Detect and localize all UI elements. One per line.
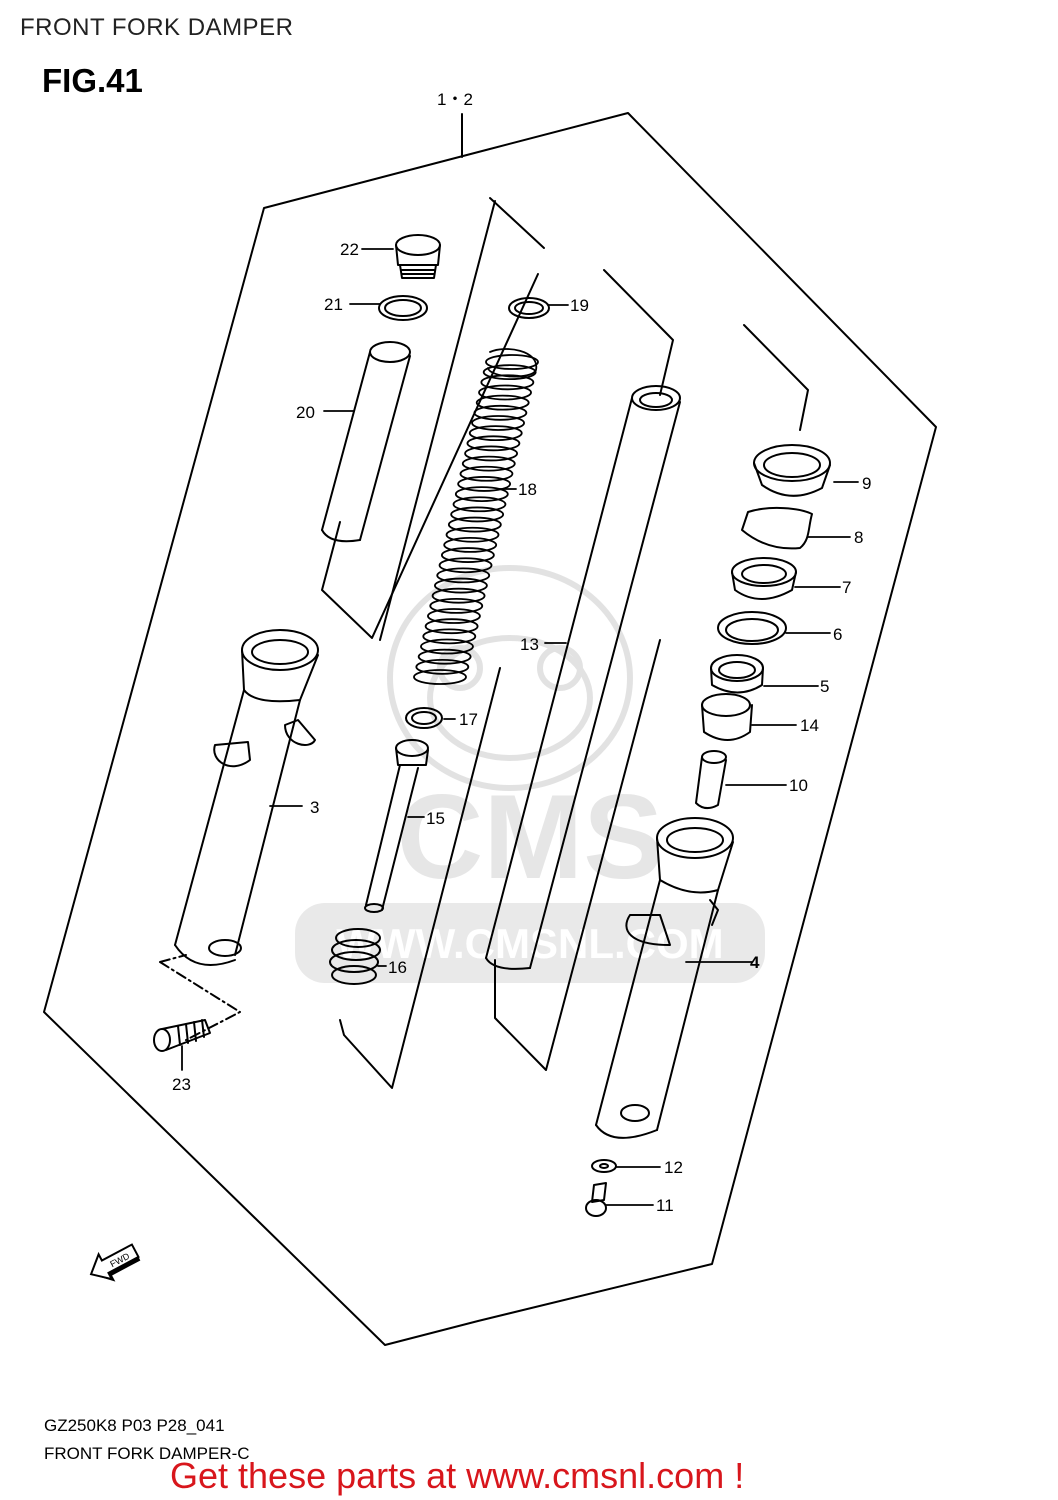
callout-22: 22	[340, 240, 359, 259]
callout-3: 3	[310, 798, 319, 817]
shop-link[interactable]: Get these parts at www.cmsnl.com !	[170, 1455, 745, 1496]
part-17-ring	[405, 707, 443, 729]
group-panel-tube	[494, 269, 674, 1071]
spring-coil	[427, 608, 481, 624]
spring-coil	[447, 516, 502, 533]
spring-coil	[434, 577, 488, 594]
spring-coil	[445, 526, 500, 543]
spring-coil	[482, 364, 537, 381]
callout-19: 19	[570, 296, 589, 315]
figure-label: FIG.41	[42, 62, 143, 99]
spring-coil	[459, 465, 514, 482]
part-8-clip	[741, 506, 813, 550]
spring-coil	[431, 587, 486, 604]
spring-coil	[440, 547, 495, 563]
callout-6: 6	[833, 625, 842, 644]
callout-20: 20	[296, 403, 315, 422]
part-6-washer	[717, 611, 787, 645]
callout-1-2: 1・2	[437, 90, 473, 109]
callout-7: 7	[842, 578, 851, 597]
part-20-spacer	[321, 341, 411, 543]
spring-coil	[443, 537, 498, 553]
part-15-rod	[364, 739, 429, 913]
spring-coil	[422, 628, 477, 645]
header-title: FRONT FORK DAMPER	[20, 14, 294, 41]
callout-18: 18	[518, 480, 537, 499]
diagram-code: GZ250K8 P03 P28_041	[44, 1416, 225, 1435]
spring-coil	[471, 415, 525, 431]
spring-coil	[429, 597, 484, 614]
part-7-oil-seal	[731, 557, 797, 600]
part-9-dust-seal	[753, 444, 831, 497]
callout-17: 17	[459, 710, 478, 729]
spring-coil	[468, 425, 523, 442]
spring-coil	[436, 567, 491, 584]
part-3-outer-tube	[174, 629, 319, 966]
spring-coil	[415, 658, 470, 675]
callout-15: 15	[426, 809, 445, 828]
part-13-inner-tube	[485, 385, 681, 970]
spring-coil	[466, 435, 521, 452]
callout-4: 4	[750, 953, 760, 972]
spring-coil	[478, 384, 532, 401]
callout-23: 23	[172, 1075, 191, 1094]
part-5-bushing	[710, 654, 764, 694]
callout-16: 16	[388, 958, 407, 977]
part-18-spring	[413, 348, 539, 685]
group-panel-right	[743, 324, 809, 431]
assembly-outline	[43, 112, 937, 1346]
spring-coil	[438, 557, 493, 574]
part-11-bolt	[585, 1182, 607, 1217]
spring-coil	[480, 374, 535, 391]
callout-21: 21	[324, 295, 343, 314]
part-21-oring	[378, 295, 428, 321]
part-23-bolt	[153, 1019, 211, 1052]
spring-coil	[413, 669, 467, 685]
spring-coil	[473, 404, 528, 421]
part-16-spring	[329, 928, 381, 985]
group-panel-spring	[339, 200, 501, 1089]
spring-coil	[454, 486, 509, 502]
group-panel-left	[321, 197, 545, 639]
spring-coil	[485, 354, 539, 370]
part-22-cap-bolt	[395, 234, 441, 279]
spring-coil	[417, 648, 472, 665]
callout-13: 13	[520, 635, 539, 654]
part-19-ring	[508, 297, 550, 319]
callout-9: 9	[862, 474, 871, 493]
callout-8: 8	[854, 528, 863, 547]
part-12-washer	[591, 1159, 617, 1173]
spring-coil	[464, 445, 518, 462]
part-4-outer-tube	[595, 817, 734, 1139]
spring-coil	[450, 506, 505, 523]
fwd-arrow-icon: FWD	[89, 1243, 141, 1282]
spring-coil	[457, 476, 512, 492]
spring-coil	[461, 455, 516, 472]
callout-5: 5	[820, 677, 829, 696]
spring-coil	[452, 496, 507, 513]
part-10-piece	[695, 750, 727, 809]
callout-12: 12	[664, 1158, 683, 1177]
part-14-bushing	[701, 693, 753, 741]
spring-coil	[475, 394, 530, 411]
callout-10: 10	[789, 776, 808, 795]
spring-coil	[420, 638, 474, 655]
diagram-caption: FRONT FORK DAMPER-C	[44, 1444, 250, 1463]
callout-11: 11	[656, 1196, 674, 1215]
callout-14: 14	[800, 716, 819, 735]
spring-coil	[424, 618, 479, 635]
